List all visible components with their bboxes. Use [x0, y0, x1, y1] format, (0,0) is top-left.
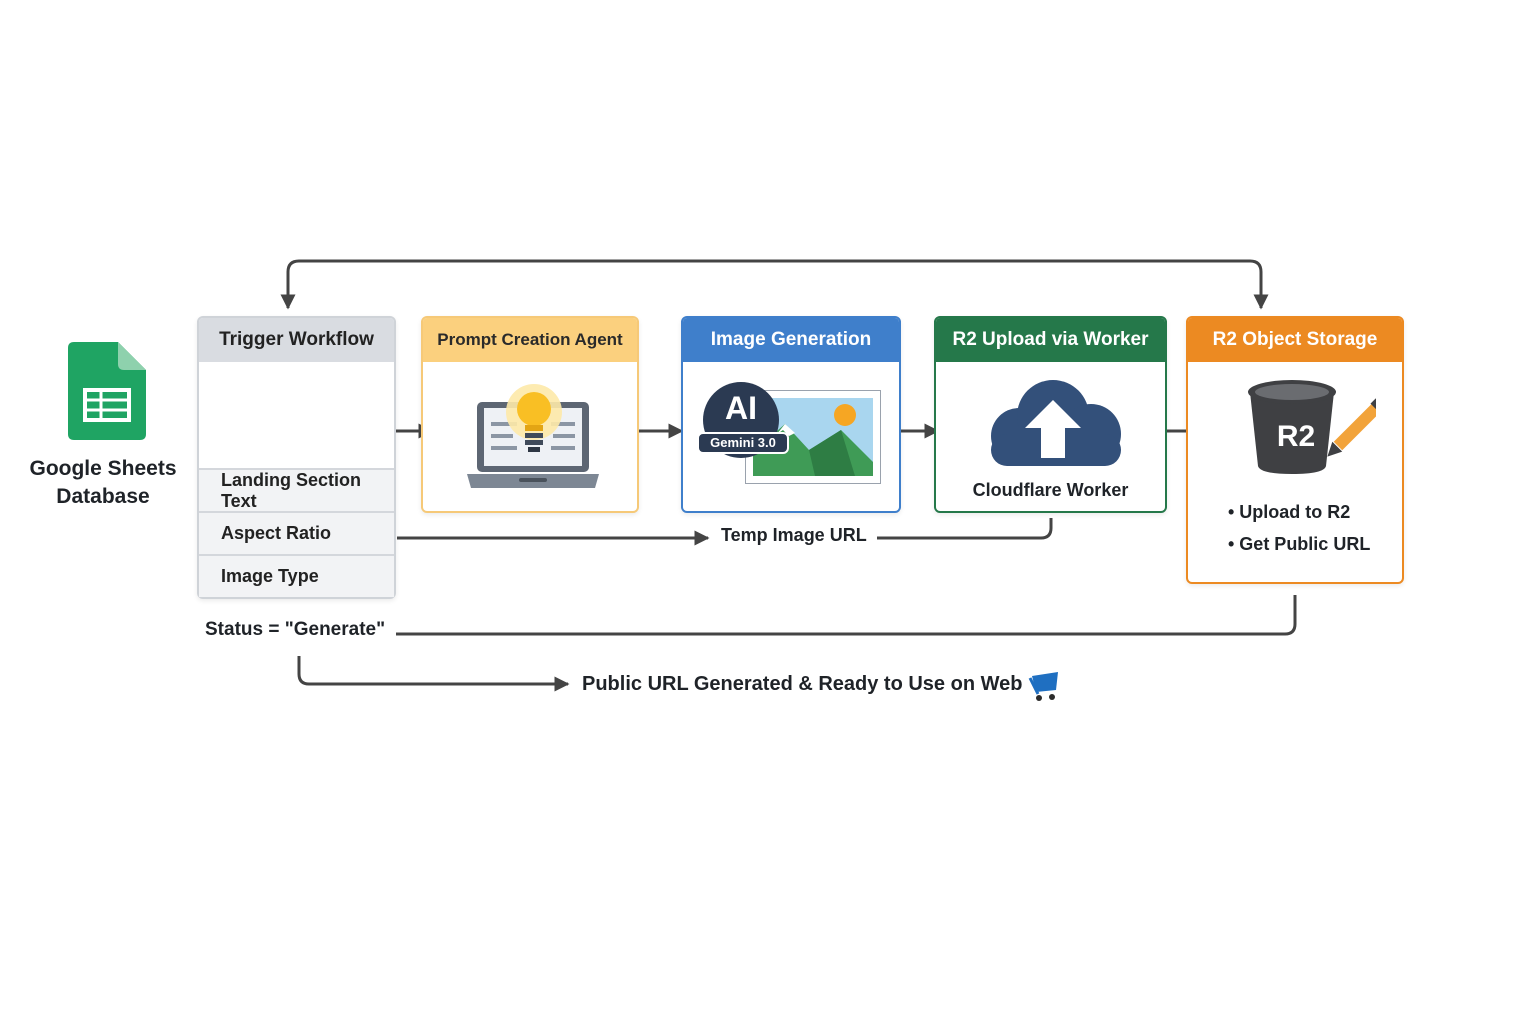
r2-storage-card: R2 Object Storage R2 • Upload to R2 • Ge… [1186, 316, 1404, 584]
source-label: Google Sheets Database [18, 455, 188, 511]
param-aspect-ratio: Aspect Ratio [199, 511, 394, 554]
trigger-workflow-title: Trigger Workflow [199, 318, 394, 362]
r2-storage-title: R2 Object Storage [1188, 318, 1402, 362]
laptop-lightbulb-icon [463, 378, 603, 496]
shopping-cart-icon [1028, 668, 1064, 702]
cloudflare-worker-caption: Cloudflare Worker [972, 480, 1129, 500]
model-badge: Gemini 3.0 [697, 432, 789, 454]
bucket-pencil-icon [1246, 378, 1387, 480]
r2-upload-card: R2 Upload via Worker Cloudflare Worker [934, 316, 1167, 513]
storage-bullet-public-url: • Get Public URL [1228, 534, 1371, 554]
prompt-creation-title: Prompt Creation Agent [423, 318, 637, 362]
bucket-label: R2 [1276, 420, 1316, 453]
generated-picture-icon [744, 389, 882, 485]
cloud-upload-icon [981, 380, 1129, 470]
param-image-type: Image Type [199, 554, 394, 597]
temp-image-url-label: Temp Image URL [721, 525, 867, 545]
google-sheets-icon [68, 342, 146, 440]
temp-url-return-line [877, 518, 1053, 540]
source-label-line1: Google Sheets [29, 457, 177, 480]
status-label: Status = "Generate" [205, 619, 386, 640]
storage-bullet-upload: • Upload to R2 [1228, 502, 1351, 522]
r2-upload-title: R2 Upload via Worker [936, 318, 1165, 362]
loop-connector [280, 259, 1269, 310]
trigger-workflow-card: Trigger Workflow Landing Section Text As… [197, 316, 396, 599]
image-generation-card: Image Generation AI Gemini 3.0 [681, 316, 901, 513]
source-label-line2: Database [56, 485, 150, 508]
param-landing-section-text: Landing Section Text [199, 468, 394, 511]
status-line [396, 595, 1297, 636]
ai-badge-text: AI [725, 390, 757, 426]
prompt-creation-card: Prompt Creation Agent [421, 316, 639, 513]
result-arrow [297, 656, 570, 692]
result-label: Public URL Generated & Ready to Use on W… [582, 673, 1023, 695]
image-generation-title: Image Generation [683, 318, 899, 362]
